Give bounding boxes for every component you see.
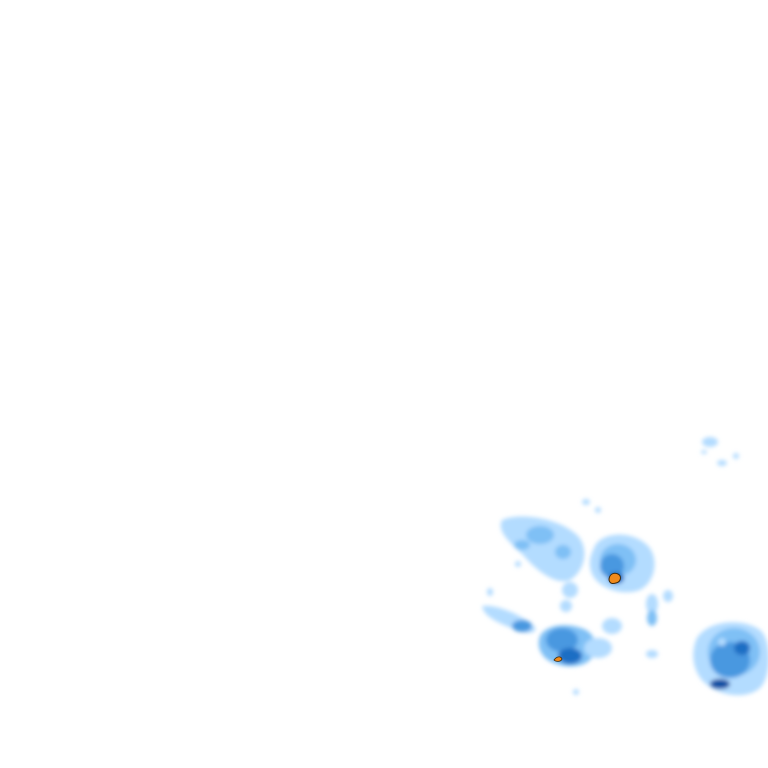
precip-cell-central (589, 534, 673, 626)
precip-cell-northwest (500, 499, 601, 612)
intense-core-southwest (553, 656, 563, 662)
precip-cell-southwest (482, 561, 658, 695)
precip-cell-southeast (693, 622, 768, 696)
intense-core-central (608, 572, 621, 585)
precip-cell-northeast (701, 437, 739, 466)
